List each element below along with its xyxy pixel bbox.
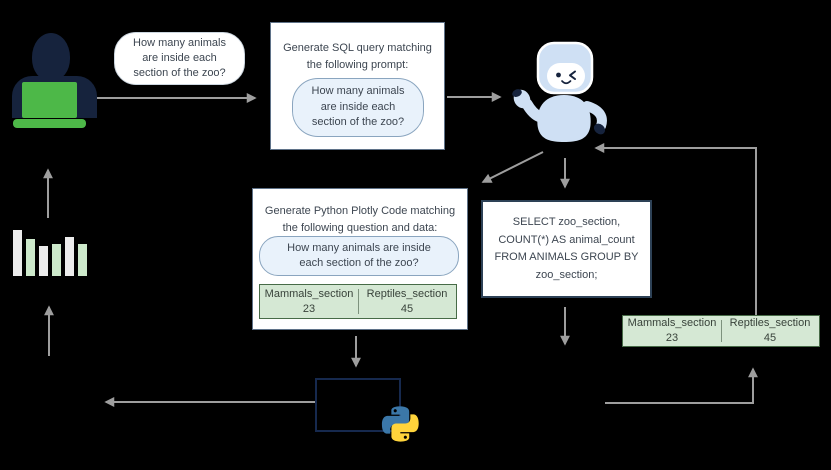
- sql-query-line: COUNT(*) AS animal_count: [498, 233, 635, 246]
- table-cell-reptiles: Reptiles_section 45: [358, 285, 456, 318]
- plotly-prompt-question-line: each section of the zoo?: [299, 257, 419, 269]
- plotly-prompt-question-line: How many animals are inside: [287, 241, 431, 254]
- table-value: 23: [302, 302, 316, 315]
- robot-right-hand: [593, 123, 606, 135]
- table-cell-mammals: Mammals_section 23: [260, 285, 358, 318]
- sql-prompt-question-bubble: How many animals are inside each section…: [292, 78, 424, 137]
- chart-bar: [39, 246, 48, 276]
- sql-query-line: zoo_section;: [535, 268, 598, 281]
- table-column-header: Reptiles_section: [366, 287, 448, 300]
- sql-prompt-box: Generate SQL query matching the followin…: [270, 22, 445, 150]
- plotly-prompt-title-line: the following question and data:: [282, 222, 438, 234]
- python-logo-icon: [381, 406, 419, 442]
- chart-bar: [13, 230, 22, 276]
- robot-body: [537, 95, 591, 142]
- sql-prompt-question-line: How many animals: [311, 85, 405, 98]
- table-column-header: Mammals_section: [264, 287, 354, 300]
- table-divider: [358, 289, 359, 314]
- sql-prompt-title-line: the following prompt:: [306, 59, 409, 71]
- plotly-prompt-box: Generate Python Plotly Code matching the…: [252, 188, 468, 330]
- python-logo-yellow: [391, 414, 419, 442]
- chart-bar: [65, 237, 74, 276]
- python-logo-blue: [381, 406, 410, 434]
- robot-face: [547, 63, 585, 89]
- robot-left-hand-tip: [512, 89, 522, 97]
- user-question-line: are inside each: [142, 52, 217, 64]
- chart-bar: [78, 244, 87, 276]
- sql-prompt-question-line: are inside each: [320, 100, 396, 113]
- person-at-laptop-icon: [10, 30, 100, 130]
- sql-query-line: SELECT zoo_section,: [512, 216, 621, 228]
- table-divider: [721, 320, 722, 342]
- query-result-table: Mammals_section 23 Reptiles_section 45: [622, 315, 820, 347]
- robot-eye-wink: [569, 70, 576, 80]
- robot-smile: [561, 80, 572, 85]
- user-question-line: How many animals: [133, 37, 226, 49]
- plotly-prompt-title-line: Generate Python Plotly Code matching: [264, 205, 456, 217]
- person-head: [32, 33, 70, 81]
- table-cell-reptiles: Reptiles_section 45: [721, 316, 819, 346]
- robot-eye-left: [556, 72, 561, 78]
- plotly-data-table: Mammals_section 23 Reptiles_section 45: [259, 284, 457, 319]
- table-value: 45: [763, 332, 777, 344]
- robot-icon: [512, 41, 607, 142]
- robot-right-arm: [582, 101, 607, 131]
- plotly-prompt-question-bubble: How many animals are inside each section…: [259, 236, 459, 276]
- arrow-elbow-to-result-table: [605, 367, 758, 404]
- laptop-base: [13, 119, 86, 128]
- user-question-line: section of the zoo?: [133, 67, 226, 79]
- chart-bar: [52, 244, 61, 276]
- laptop-screen: [22, 82, 77, 118]
- sql-prompt-title-line: Generate SQL query matching: [283, 42, 432, 54]
- plotly-prompt-title: Generate Python Plotly Code matching the…: [253, 203, 467, 237]
- sql-prompt-question-line: section of the zoo?: [311, 116, 405, 129]
- table-column-header: Mammals_section: [627, 317, 717, 329]
- empty-code-window: [315, 378, 401, 432]
- user-question-bubble: How many animals are inside each section…: [114, 32, 245, 85]
- table-cell-mammals: Mammals_section 23: [623, 316, 721, 346]
- sql-query-line: FROM ANIMALS GROUP BY: [494, 251, 639, 263]
- table-value: 23: [665, 332, 679, 344]
- sql-prompt-title: Generate SQL query matching the followin…: [271, 40, 444, 74]
- bar-chart-icon: [13, 230, 87, 276]
- sql-query-box: SELECT zoo_section, COUNT(*) AS animal_c…: [481, 200, 652, 298]
- chart-bar: [26, 239, 35, 276]
- table-column-header: Reptiles_section: [729, 317, 811, 329]
- table-value: 45: [400, 302, 414, 315]
